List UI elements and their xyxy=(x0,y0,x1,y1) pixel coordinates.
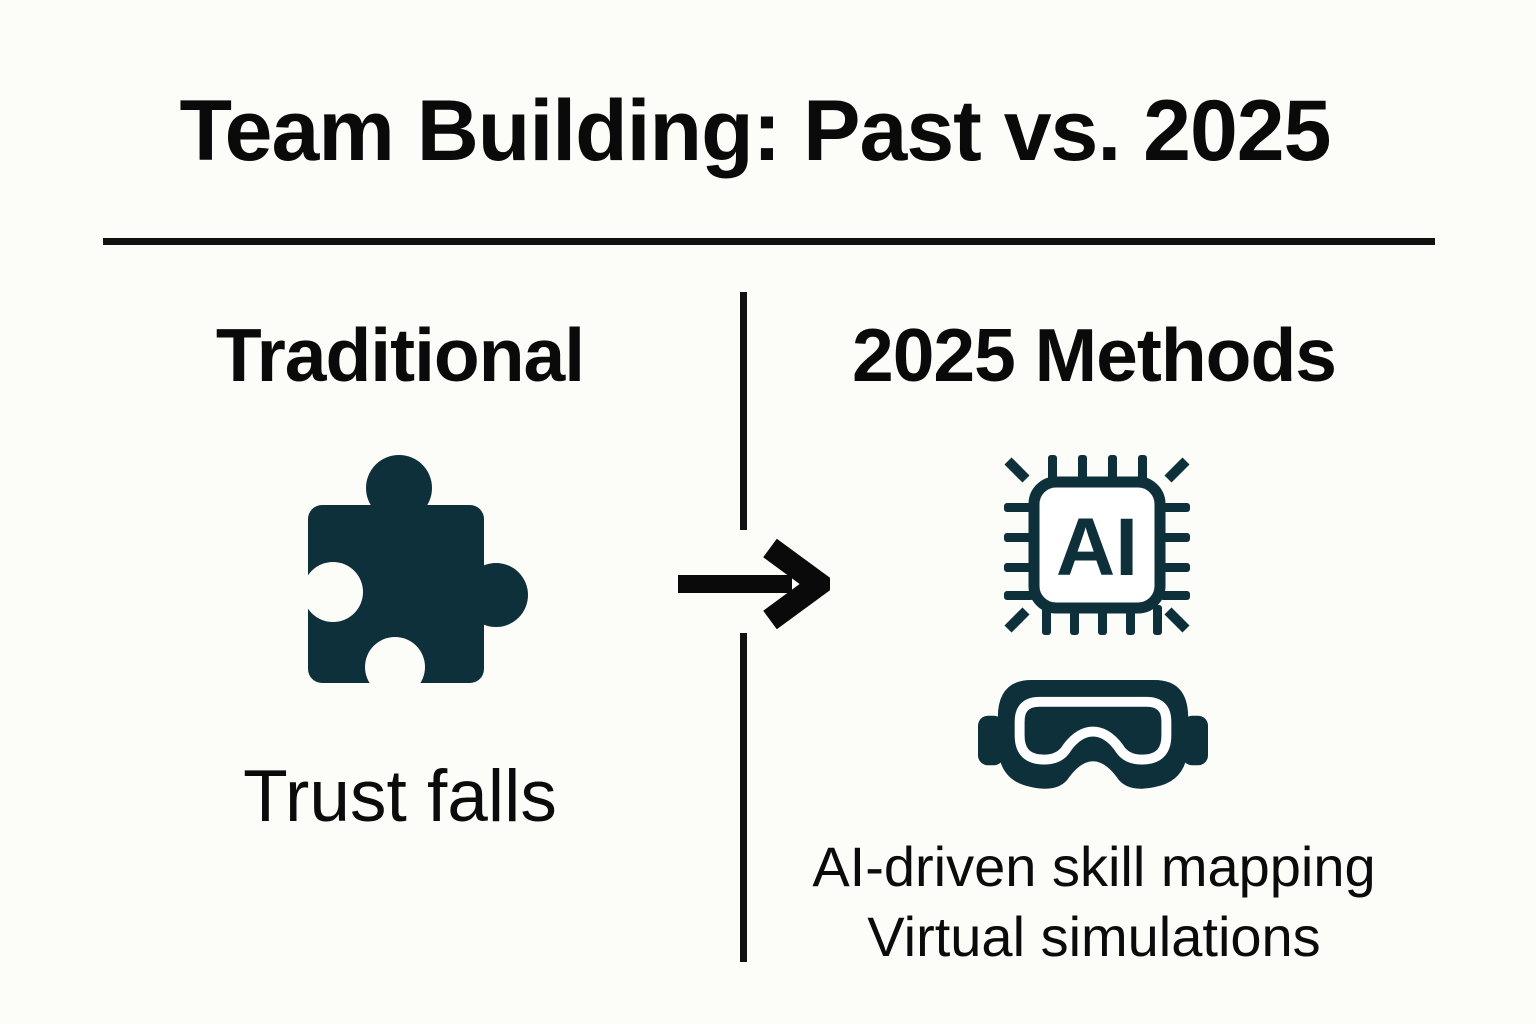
trust-falls-caption: Trust falls xyxy=(243,756,557,837)
skill-mapping-line: AI-driven skill mapping xyxy=(812,835,1376,898)
right-arrow-icon xyxy=(678,538,830,630)
vr-goggles-icon xyxy=(978,680,1208,789)
virtual-simulations-line: Virtual simulations xyxy=(867,905,1321,968)
methods-caption: AI-driven skill mapping Virtual simulati… xyxy=(754,832,1434,972)
traditional-column: Traditional Trust falls xyxy=(60,0,740,1024)
ai-chip-label: AI xyxy=(1056,502,1138,593)
methods-column: 2025 Methods AI-driven skill mapping Vir… xyxy=(754,0,1434,1024)
page-title: Team Building: Past vs. 2025 xyxy=(179,83,1332,179)
horizontal-divider xyxy=(103,238,1435,245)
methods-heading: 2025 Methods xyxy=(852,313,1337,397)
vertical-divider-top xyxy=(740,292,747,530)
vertical-divider-bottom xyxy=(740,633,747,962)
traditional-heading: Traditional xyxy=(215,313,585,397)
puzzle-piece-icon xyxy=(306,455,528,697)
ai-chip-icon: AI xyxy=(1004,455,1190,635)
